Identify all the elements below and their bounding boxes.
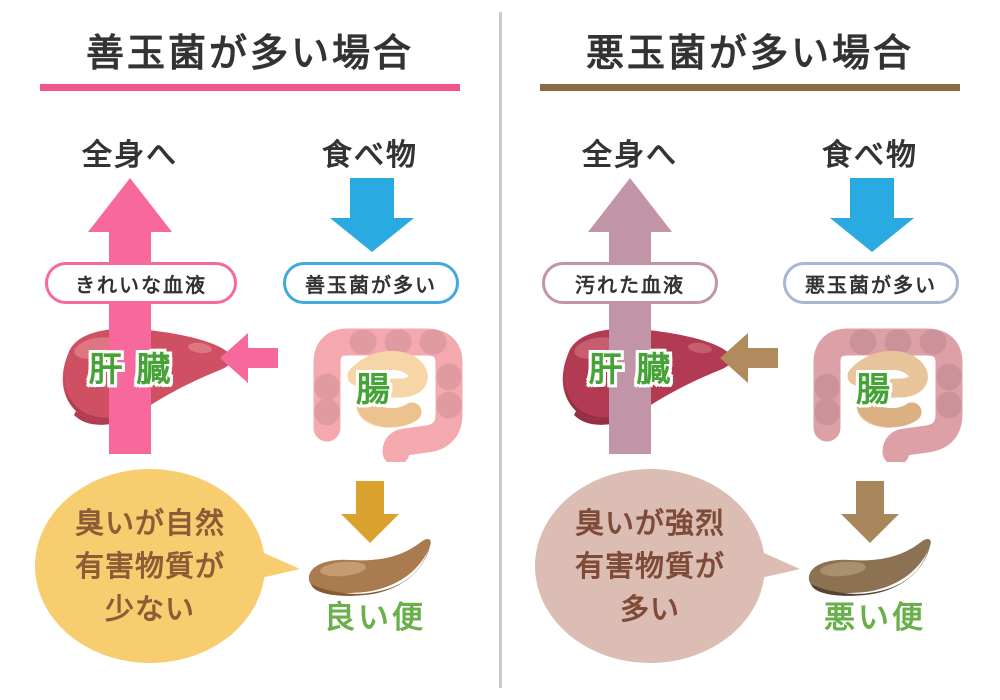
gut-status-pill: 悪玉菌が多い [783, 262, 959, 304]
bubble-text: 臭いが自然 有害物質が 少ない [40, 502, 260, 631]
food-down-arrow-icon [830, 178, 914, 252]
stool-illustration [808, 538, 931, 596]
gut-status-pill: 善玉菌が多い [283, 262, 459, 304]
to-body-label: 全身へ [582, 138, 678, 173]
title-underline [40, 84, 460, 91]
blood-status-pill: きれいな血液 [45, 262, 237, 304]
liver-label: 肝 臓 [88, 350, 172, 390]
intestine-label: 腸 [356, 370, 390, 410]
panel-title: 善玉菌が多い場合 [85, 31, 414, 75]
gut-status-text: 善玉菌が多い [305, 272, 437, 297]
blood-up-arrow-icon [88, 178, 172, 454]
speech-bubble [35, 469, 300, 663]
blood-status-text: きれいな血液 [75, 272, 207, 297]
stool-label: 悪い便 [824, 600, 926, 636]
blood-status-pill: 汚れた血液 [542, 262, 718, 304]
intestine-to-liver-arrow-icon [720, 333, 778, 383]
food-label: 食べ物 [322, 138, 418, 173]
bubble-line-3: 少ない [104, 592, 195, 626]
food-label: 食べ物 [822, 138, 918, 173]
intestine-label: 腸 [856, 370, 890, 410]
speech-bubble [535, 469, 800, 663]
stool-illustration [308, 538, 431, 596]
bubble-line-2: 有害物質が [74, 549, 225, 583]
blood-status-text: 汚れた血液 [575, 272, 685, 297]
panel-bad-bacteria: 悪玉菌が多い場合 全身へ 食べ物 汚れた血液 悪玉菌が多い 肝 臓 [500, 0, 1000, 700]
intestine-to-liver-arrow-icon [220, 333, 278, 383]
panel-title: 悪玉菌が多い場合 [585, 31, 914, 75]
intestine-illustration [313, 328, 463, 462]
bubble-text: 臭いが強烈 有害物質が 多い [540, 502, 760, 631]
bubble-line-1: 臭いが自然 [74, 506, 225, 540]
intestine-illustration [813, 328, 963, 462]
intestine-to-stool-arrow-icon [841, 481, 899, 543]
bubble-line-1: 臭いが強烈 [574, 506, 725, 540]
panel-divider [499, 12, 502, 688]
title-underline [540, 84, 960, 91]
food-down-arrow-icon [330, 178, 414, 252]
to-body-label: 全身へ [82, 138, 178, 173]
intestine-to-stool-arrow-icon [341, 481, 399, 543]
stool-label: 良い便 [324, 600, 426, 636]
liver-label: 肝 臓 [588, 350, 672, 390]
gut-status-text: 悪玉菌が多い [805, 272, 937, 297]
bubble-line-3: 多い [619, 592, 680, 626]
bubble-line-2: 有害物質が [574, 549, 725, 583]
panel-good-bacteria: 善玉菌が多い場合 全身へ 食べ物 きれいな血液 善玉菌が多い 肝 臓 [35, 31, 463, 663]
blood-up-arrow-icon [588, 178, 672, 454]
